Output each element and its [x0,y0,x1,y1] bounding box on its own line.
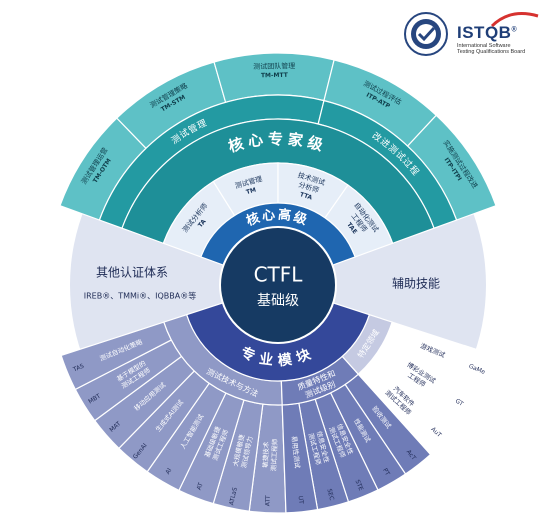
ctfl-subtitle: 基础级 [257,292,299,309]
method-module-label: 敏捷技术测试工程师 [260,438,280,471]
ctfl-title: CTFL [254,263,304,287]
method-module-code: ATT [264,495,272,507]
module-code: TM-MTT [261,72,289,79]
ctfl-core-circle [219,226,337,344]
module-name: 敏捷技术 [260,441,270,468]
method-module-code: TAS [71,363,85,374]
module-code: TTA [299,191,313,202]
method-module-code: ATLaS [228,487,239,506]
brand-subtitle-line: Testing Qualifications Board [457,49,526,55]
istqb-seal-icon [404,12,448,56]
module-name: 易用性测试 [290,435,302,469]
brand-swoosh-icon [490,12,539,28]
module-name: ATT [264,495,272,507]
module-name: PT [381,467,391,477]
other-certs-items: IREB®、TMMi®、IQBBA®等 [84,291,196,301]
module-name: UT [297,495,305,504]
module-code: TM [245,187,257,197]
other-certs-title: 其他认证体系 [96,266,168,280]
brand-subtitle-line: International Software [457,43,511,49]
module-name: AI [164,467,173,476]
quality-module-code: SEC [325,488,335,501]
module-name: AT [196,482,205,492]
module-name: ATLaS [228,487,239,506]
module-name: 测试工程师 [269,438,280,471]
module-name: 测试团队管理 [253,61,295,71]
module-name: TAS [71,363,85,374]
aux-skills-title: 辅助技能 [392,277,440,291]
core-level-label: 核心高级 [244,206,312,229]
quality-module-code: STE [354,479,365,492]
quality-module-code: UT [297,495,305,504]
quality-module-code: PT [381,467,391,477]
method-module-code: AT [196,482,205,492]
module-name: STE [354,479,365,492]
domain-module-code: GT [454,397,465,407]
module-name: GT [454,397,465,407]
module-code: TA [197,218,208,229]
method-module-code: AI [164,467,173,476]
brand-wordmark: ISTQB® [457,23,518,42]
quality-module-label: 易用性测试 [290,435,302,469]
module-name: SEC [325,488,335,501]
